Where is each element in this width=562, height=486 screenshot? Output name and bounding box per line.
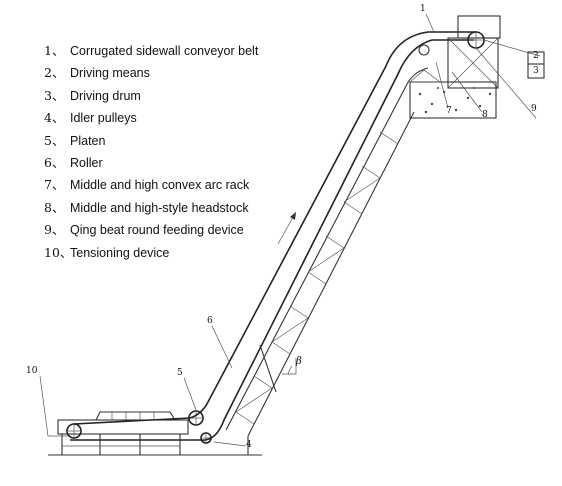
callout-4: 4 (246, 440, 252, 450)
callout-7: 7 (446, 106, 452, 116)
callout-1: 1 (420, 4, 426, 14)
legend-item: 1、Corrugated sidewall conveyor belt (44, 43, 259, 58)
legend-item: 2、Driving means (44, 65, 150, 81)
callout-6: 6 (207, 316, 213, 326)
callout-2: 2 (533, 51, 539, 61)
incline-frame-lower (247, 111, 415, 437)
legend-item: 9、Qing beat round feeding device (44, 222, 244, 238)
tail-frame (57, 411, 189, 455)
legend-item: 4、Idler pulleys (44, 110, 137, 126)
conveyor-belt-upper (73, 31, 476, 425)
legend-item: 10、Tensioning device (44, 244, 170, 260)
leader-lines (39, 13, 541, 447)
legend: 1、Corrugated sidewall conveyor belt 2、Dr… (44, 40, 284, 264)
callout-9: 9 (531, 104, 537, 114)
angle-marker (282, 358, 297, 375)
conveyor-belt-lower (70, 39, 474, 441)
legend-item: 5、Platen (44, 132, 106, 148)
legend-item: 3、Driving drum (44, 87, 141, 103)
legend-item: 6、Roller (44, 154, 103, 170)
driving-box (527, 51, 545, 79)
legend-item: 8、Middle and high-style headstock (44, 199, 249, 215)
incline-frame-struts (235, 131, 399, 425)
convex-arc-roller (418, 44, 430, 56)
callout-10: 10 (26, 366, 38, 376)
angle-label: β (296, 356, 302, 367)
callout-3: 3 (533, 66, 539, 76)
incline-frame-upper (225, 67, 429, 431)
legend-item: 7、Middle and high convex arc rack (44, 177, 250, 193)
callout-8: 8 (482, 110, 488, 120)
callout-5: 5 (177, 368, 183, 378)
